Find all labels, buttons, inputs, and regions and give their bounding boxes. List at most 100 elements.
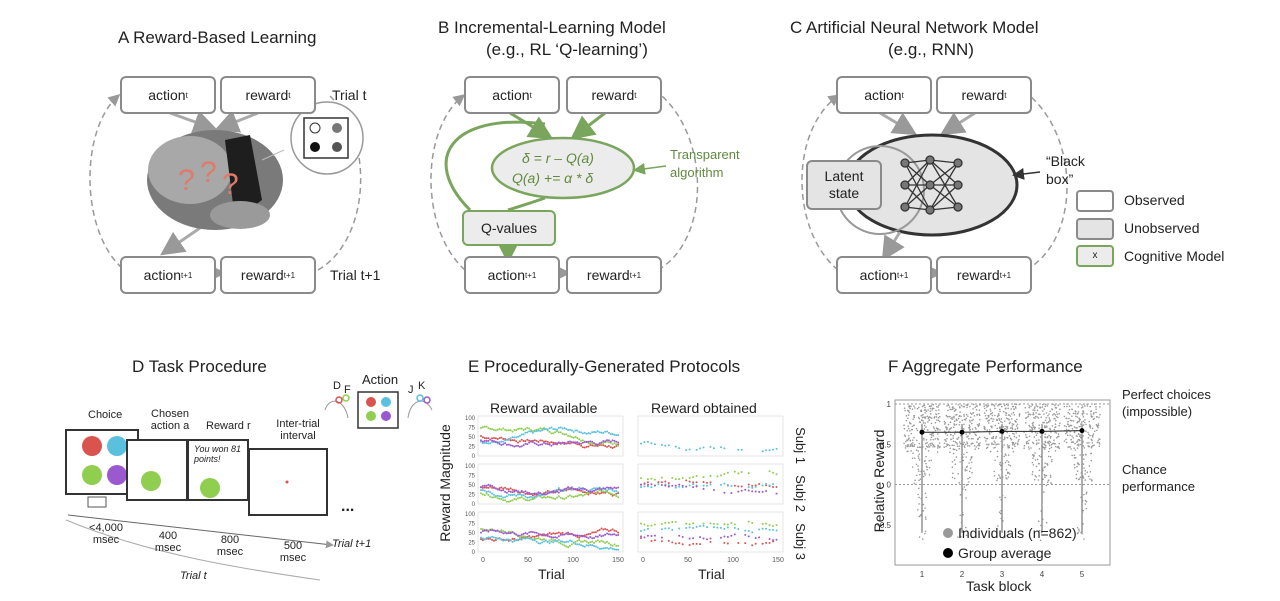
protocol-point	[496, 437, 499, 440]
individual-point	[994, 441, 996, 444]
protocol-point	[537, 534, 540, 537]
individual-point	[1083, 493, 1085, 496]
protocol-point	[726, 542, 729, 545]
protocol-point	[526, 431, 529, 434]
protocol-point	[646, 440, 649, 443]
protocol-point	[730, 492, 733, 495]
protocol-point	[561, 531, 564, 534]
individual-point	[1028, 413, 1030, 415]
protocol-point	[585, 544, 588, 547]
protocol-point	[591, 537, 594, 540]
individual-point	[1035, 443, 1038, 446]
protocol-point	[606, 439, 609, 442]
individual-point	[956, 445, 959, 447]
protocol-point	[546, 534, 549, 537]
protocol-point	[613, 486, 616, 489]
individual-point	[922, 503, 925, 506]
protocol-point	[702, 481, 705, 484]
protocol-point	[585, 489, 588, 492]
panel-d-title: D Task Procedure	[132, 357, 267, 376]
protocol-point	[611, 489, 614, 492]
individual-point	[999, 464, 1002, 467]
individual-point	[1045, 403, 1047, 406]
individual-point	[1068, 425, 1070, 428]
individual-point	[919, 478, 922, 481]
protocol-point	[533, 531, 536, 534]
individual-point	[955, 449, 958, 452]
protocol-point	[528, 439, 531, 442]
protocol-point	[733, 533, 736, 536]
individual-point	[968, 419, 971, 422]
arrow-action-to-eq	[509, 111, 554, 140]
protocol-point	[524, 537, 527, 540]
individual-point	[1037, 442, 1040, 444]
protocol-point	[487, 442, 490, 445]
individual-point	[937, 406, 939, 408]
individual-point	[1034, 415, 1037, 418]
protocol-point	[572, 534, 575, 537]
trial-t-label: Trial t	[332, 87, 367, 103]
protocol-point	[546, 533, 549, 536]
individual-point	[1080, 423, 1083, 425]
protocol-point	[554, 497, 557, 500]
protocol-point	[613, 494, 616, 497]
individual-point	[1091, 427, 1094, 430]
protocol-point	[483, 437, 486, 440]
individual-point	[1005, 425, 1007, 428]
individual-point	[1084, 479, 1086, 481]
individual-point	[917, 457, 920, 459]
individual-point	[1074, 442, 1076, 445]
individual-point	[1082, 420, 1085, 423]
protocol-point	[511, 491, 514, 494]
individual-point	[935, 427, 938, 429]
individual-point	[1042, 468, 1044, 470]
protocol-point	[552, 497, 555, 500]
individual-point	[1089, 427, 1092, 429]
protocol-point	[615, 440, 618, 443]
protocol-point	[511, 439, 514, 442]
individual-point	[1027, 442, 1030, 445]
protocol-point	[507, 532, 510, 535]
individual-point	[925, 439, 928, 441]
protocol-point	[657, 481, 660, 484]
protocol-point	[594, 540, 597, 543]
individual-point	[998, 417, 1000, 420]
protocol-point	[574, 541, 577, 544]
individual-point	[1024, 406, 1027, 409]
protocol-point	[494, 429, 497, 432]
individual-point	[1047, 455, 1050, 458]
protocol-point	[751, 531, 754, 534]
individual-point	[1053, 439, 1055, 441]
individual-point	[1077, 411, 1080, 413]
protocol-point	[685, 449, 688, 452]
protocol-point	[761, 484, 764, 487]
individual-point	[1073, 426, 1076, 428]
individual-point	[969, 426, 971, 428]
protocol-point	[578, 539, 581, 542]
protocol-point	[533, 430, 536, 433]
protocol-point	[500, 497, 503, 500]
protocol-point	[552, 536, 555, 539]
individual-point	[1025, 436, 1028, 438]
individual-point	[1087, 431, 1089, 434]
protocol-point	[600, 539, 603, 542]
individual-point	[962, 514, 964, 516]
protocol-point	[533, 442, 536, 445]
protocol-point	[747, 535, 750, 538]
protocol-point	[611, 432, 614, 435]
protocol-point	[513, 489, 516, 492]
protocol-point	[646, 485, 649, 488]
protocol-point	[550, 496, 553, 499]
protocol-point	[507, 500, 510, 503]
legend-unobserved-swatch	[1076, 218, 1114, 240]
individual-point	[970, 422, 973, 425]
individual-point	[1012, 442, 1015, 444]
panel-c-title: C Artificial Neural Network Model	[790, 18, 1039, 37]
protocol-point	[775, 473, 778, 476]
individual-point	[923, 404, 926, 407]
individual-point	[1040, 524, 1042, 527]
protocol-point	[535, 540, 538, 543]
protocol-point	[692, 483, 695, 486]
individual-point	[1081, 412, 1084, 415]
individual-point	[1068, 417, 1070, 420]
